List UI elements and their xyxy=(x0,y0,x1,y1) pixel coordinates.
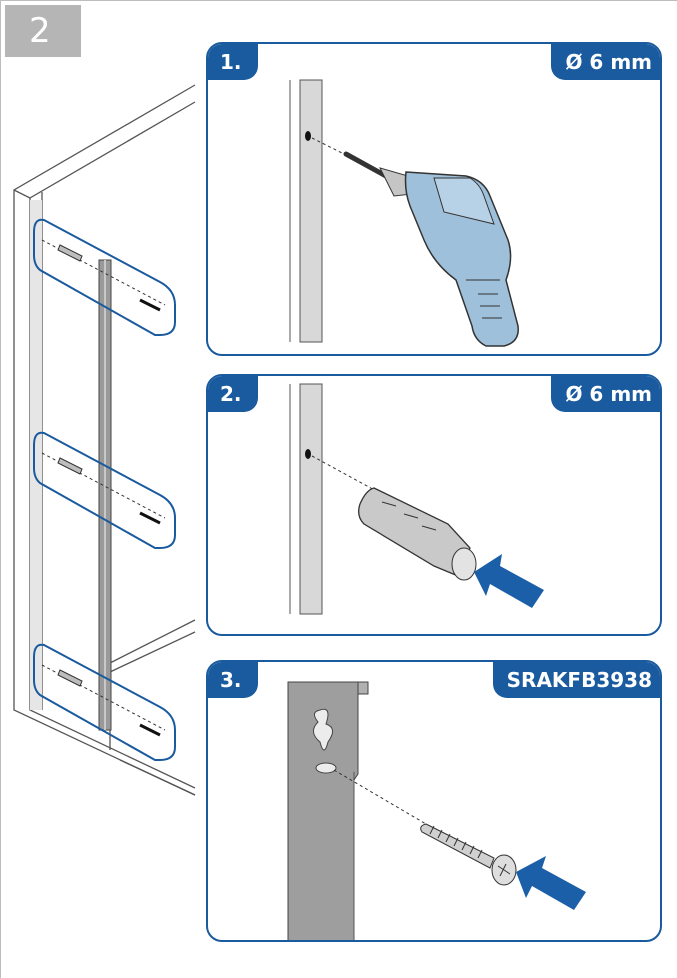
wall-rail xyxy=(289,383,323,615)
panel-step-1-drill: 1. Ø 6 mm xyxy=(206,42,662,356)
push-arrow-icon xyxy=(474,554,544,608)
inner-panel-shade xyxy=(30,200,42,710)
rail-icon xyxy=(287,681,369,940)
fixing-point-middle xyxy=(33,431,176,549)
drill-icon xyxy=(343,151,519,347)
panel-step-3-screw: 3. SRAKFB3938 xyxy=(206,660,662,942)
drill-size-badge: Ø 6 mm xyxy=(551,44,660,80)
step-badge: 2. xyxy=(208,376,258,412)
step-badge: 1. xyxy=(208,44,258,80)
rail-icon xyxy=(98,259,112,731)
panel-step-2-plug: 2. Ø 6 mm xyxy=(206,374,662,636)
drill-hole xyxy=(305,449,311,459)
panel-1-illustration xyxy=(289,79,519,347)
wall-rail xyxy=(289,79,323,343)
screw-code-badge: SRAKFB3938 xyxy=(492,662,660,698)
push-arrow-icon xyxy=(516,856,586,910)
screw-icon xyxy=(420,823,517,886)
drill-size-badge: Ø 6 mm xyxy=(551,376,660,412)
cabinet-overview-illustration xyxy=(13,84,196,796)
fixing-point-top xyxy=(33,218,176,336)
panel-2-illustration xyxy=(289,383,544,615)
step-badge: 3. xyxy=(208,662,258,698)
wall-plug-icon xyxy=(358,487,477,581)
step-number-box: 2 xyxy=(5,5,81,57)
fixing-point-bottom xyxy=(33,643,176,761)
panel-3-illustration xyxy=(287,681,586,940)
drill-hole xyxy=(305,131,311,141)
